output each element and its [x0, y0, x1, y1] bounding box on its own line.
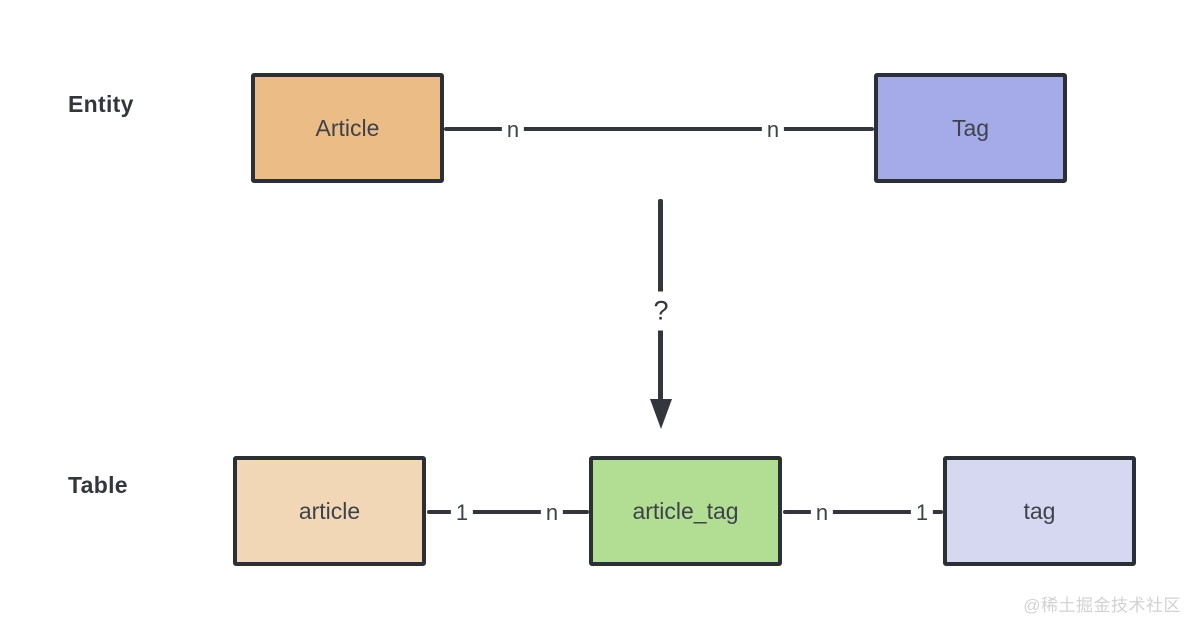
- table-relation-line-1: [427, 510, 589, 514]
- cardinality-label-table1-left: 1: [450, 502, 474, 524]
- entity-box-article: Article: [251, 73, 444, 183]
- table-box-tag-label: tag: [1023, 497, 1056, 524]
- cardinality-label-entity-left: n: [501, 119, 525, 141]
- table-relation-line-2: [783, 510, 943, 514]
- entity-row-label: Entity: [68, 91, 134, 117]
- cardinality-label-table2-right: 1: [910, 502, 934, 524]
- entity-box-tag: Tag: [874, 73, 1067, 183]
- watermark-text: @稀土掘金技术社区: [1023, 596, 1181, 615]
- mapping-question-label: ?: [651, 291, 671, 331]
- cardinality-label-table2-left: n: [810, 502, 834, 524]
- entity-relation-line: [444, 127, 874, 131]
- arrow-down-icon: [650, 399, 672, 429]
- cardinality-label-entity-right: n: [761, 119, 785, 141]
- table-box-article: article: [233, 456, 426, 566]
- table-box-article-tag: article_tag: [589, 456, 782, 566]
- entity-box-tag-label: Tag: [951, 114, 990, 141]
- table-box-tag: tag: [943, 456, 1136, 566]
- cardinality-label-table1-right: n: [540, 502, 564, 524]
- entity-box-article-label: Article: [315, 114, 380, 141]
- table-box-article-label: article: [298, 497, 361, 524]
- table-box-article-tag-label: article_tag: [632, 497, 739, 524]
- table-row-label: Table: [68, 472, 128, 498]
